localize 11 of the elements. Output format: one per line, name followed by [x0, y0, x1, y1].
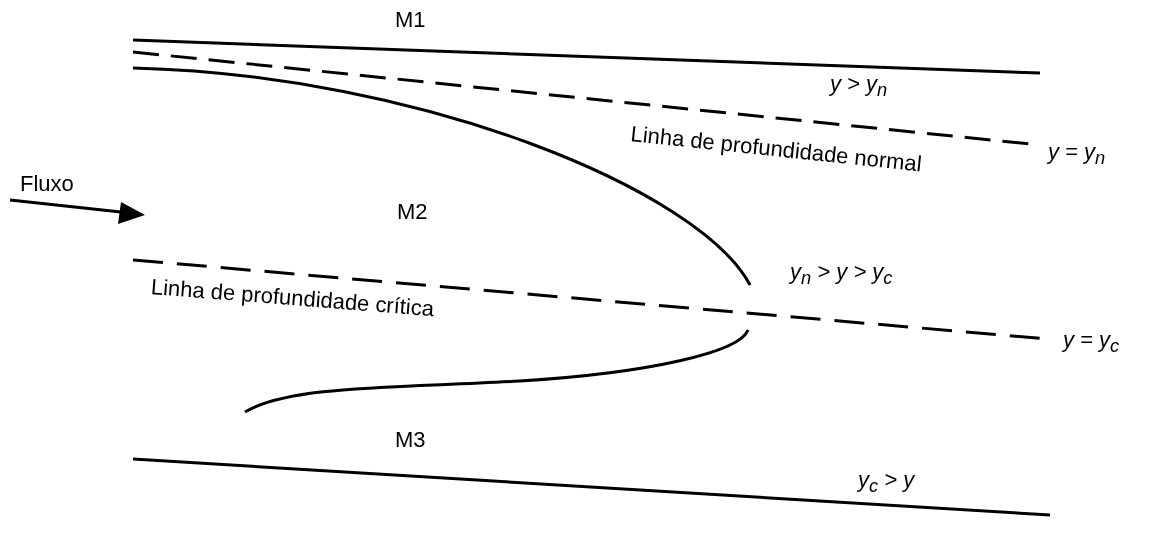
region-label: M2 [397, 200, 428, 225]
depth-relation-label: y$_{c}$ > y [858, 468, 915, 497]
line-label: Linha de profundidade normal [629, 122, 923, 177]
depth-relation-label: y$_{n}$ > y > y$_{c}$ [790, 260, 893, 289]
flow-label: Fluxo [20, 172, 74, 197]
region-label: M3 [395, 428, 426, 453]
line-label: Linha de profundidade crítica [150, 275, 435, 322]
depth-relation-label: y = y$_{n}$ [1048, 140, 1106, 169]
region-label: M1 [395, 8, 426, 33]
depth-relation-label: y = y$_{c}$ [1063, 328, 1120, 357]
depth-relation-label: y > y$_{n}$ [830, 72, 888, 101]
